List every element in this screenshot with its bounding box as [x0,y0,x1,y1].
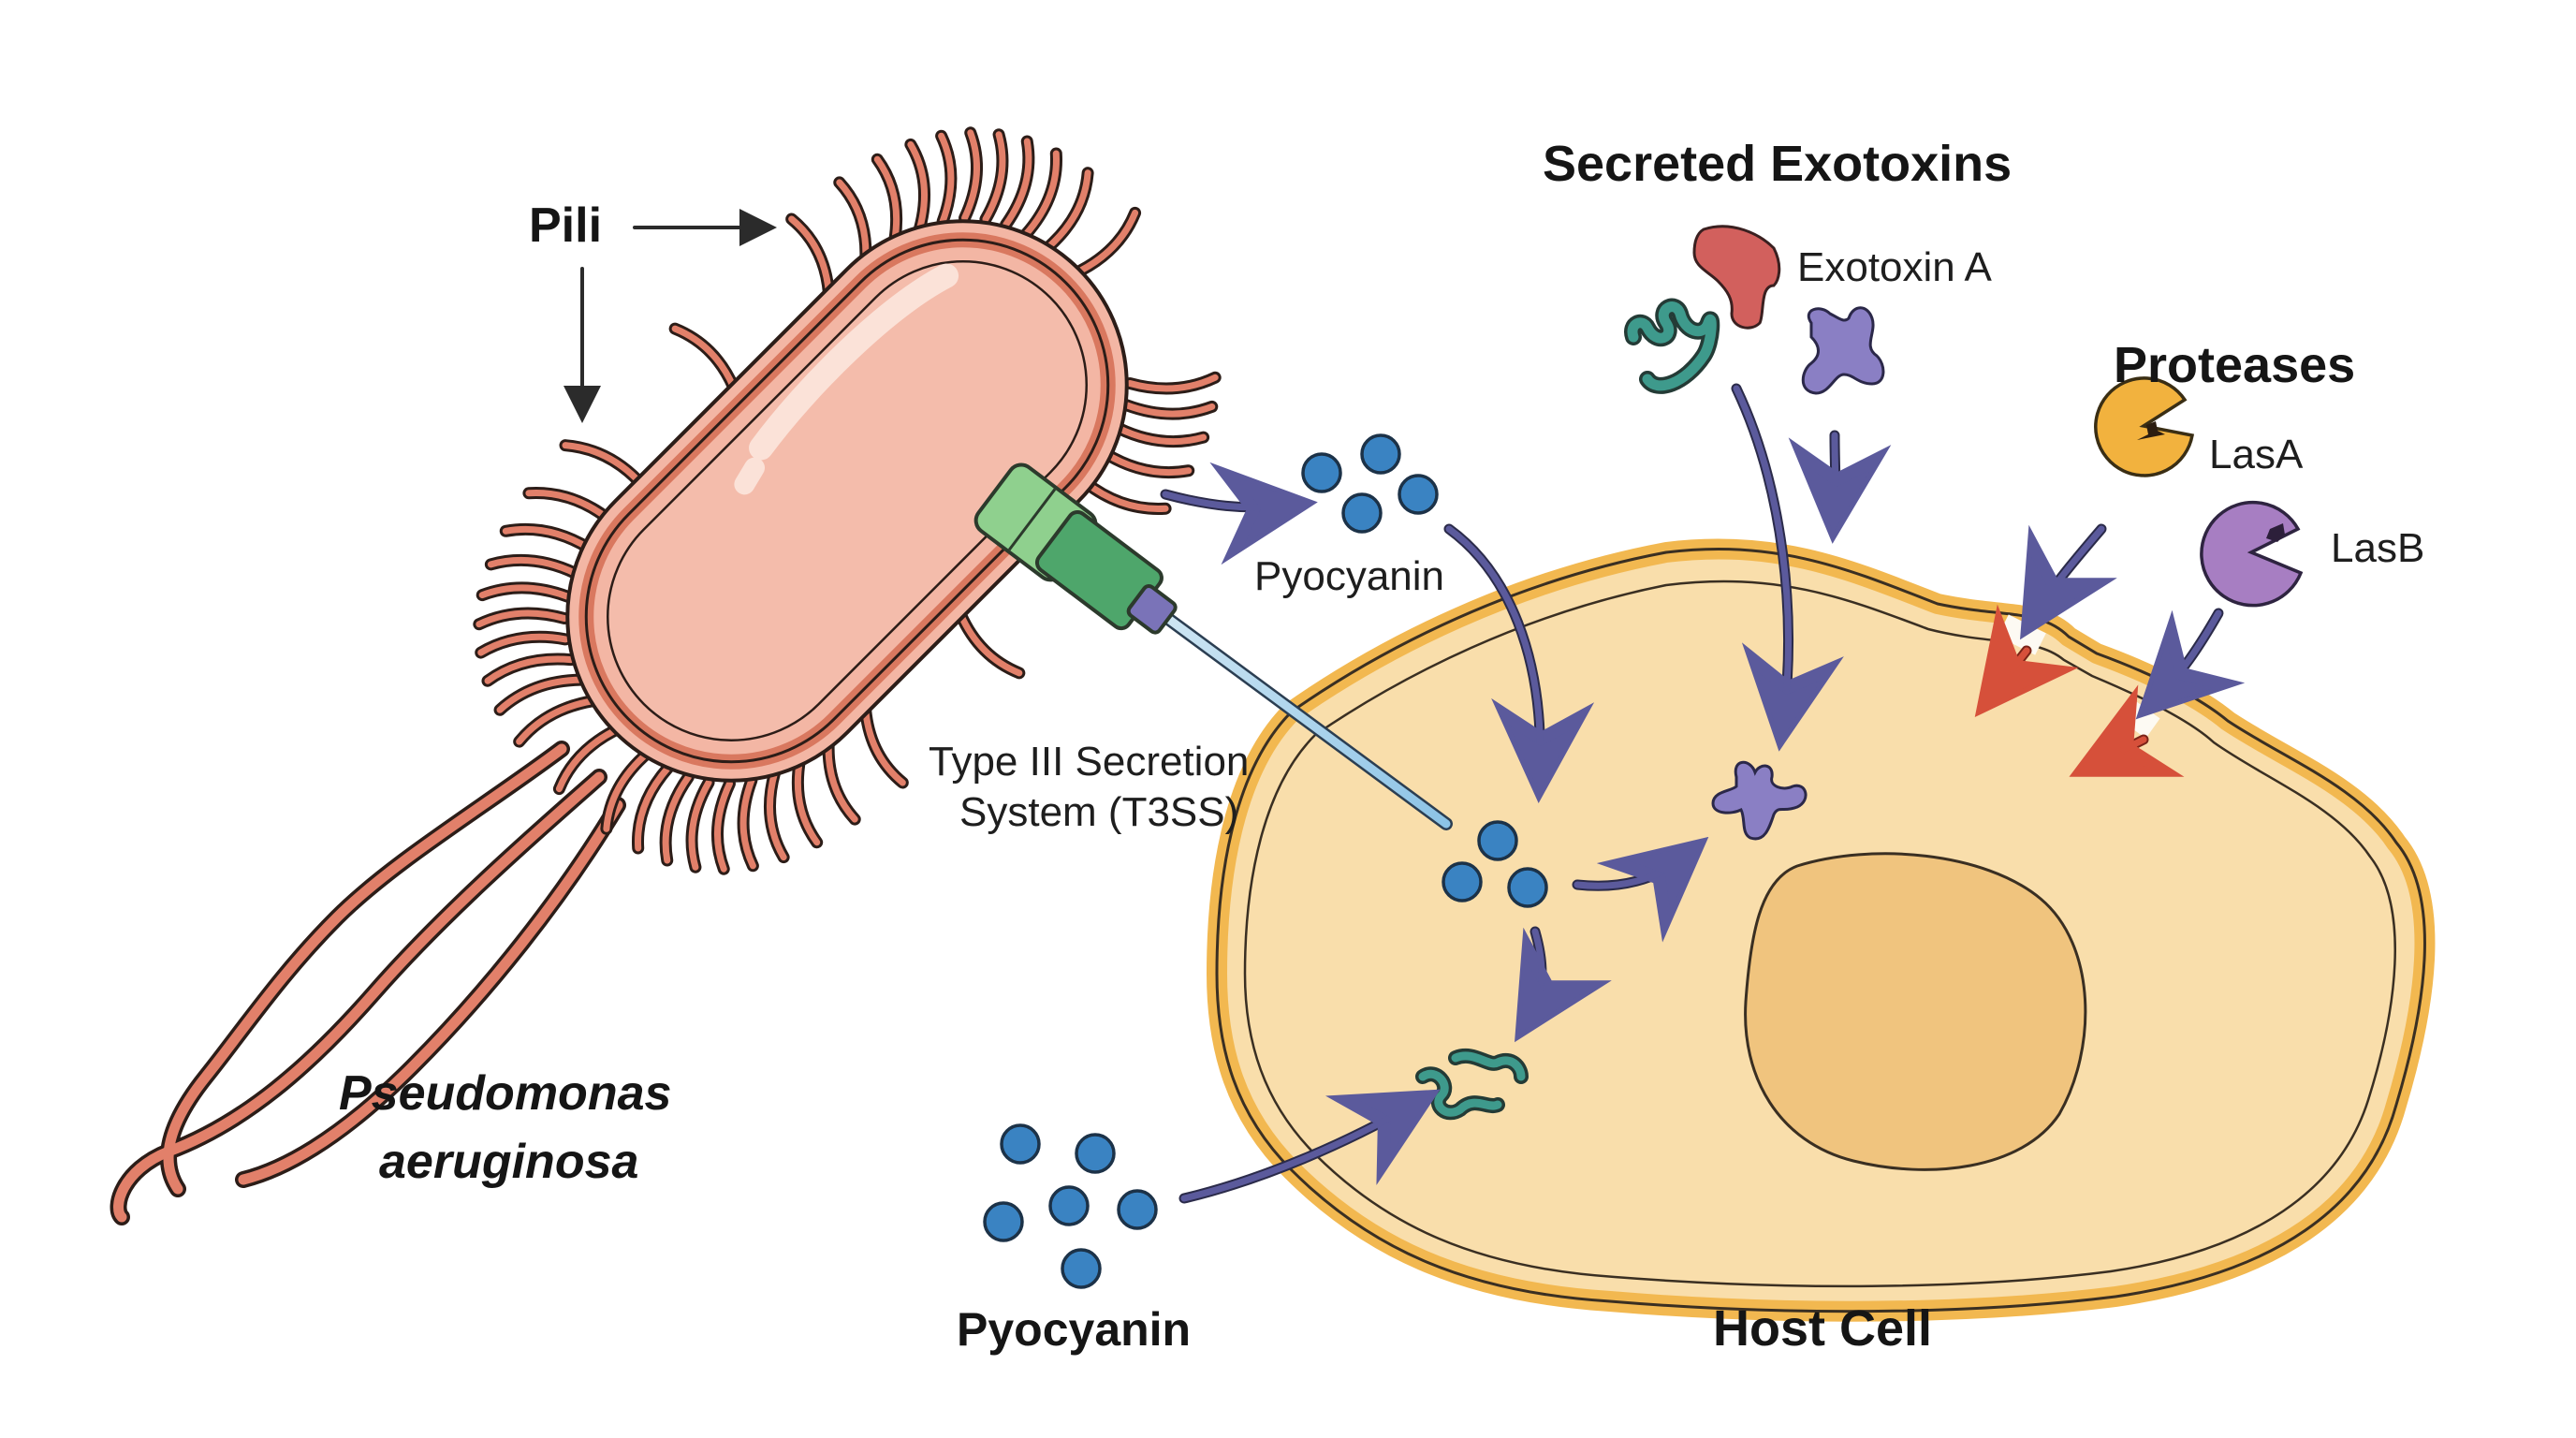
pilus [671,325,738,391]
pyocyanin-molecules [983,433,1548,1289]
pilus [487,556,579,577]
pilus [1126,374,1219,392]
pilus [938,132,955,225]
pilus [516,697,598,745]
pyocyanin-top-label: Pyocyanin [1254,553,1444,599]
pilus [713,780,733,873]
exotoxin-a-label: Exotoxin A [1797,244,1993,290]
pilus [1102,450,1193,477]
exotoxin-inside-teal [1415,1049,1529,1121]
pilus [513,694,601,748]
pyocyanin-dot [1301,452,1342,493]
pilus [739,777,756,870]
pili [473,126,1222,875]
pilus [907,140,929,233]
pilus [954,608,1026,680]
lasb-label: LasB [2331,525,2424,571]
pilus [794,756,821,846]
pilus [562,442,644,487]
pilus [861,704,906,786]
pilus [1003,138,1032,228]
lasa-label: LasA [2209,432,2304,477]
bacterium-name-line1: Pseudomonas [339,1066,671,1121]
pyocyanin-dot [1442,861,1483,902]
pilus [1082,478,1169,512]
pilus [1123,402,1216,418]
bacterium-name-line2: aeruginosa [379,1135,638,1189]
t3ss-apparatus [973,462,1453,830]
nucleus [1744,852,2087,1171]
pilus [476,609,568,628]
lasb-enzyme [2200,500,2304,608]
pyocyanin-dot [983,1201,1024,1242]
pilus [1068,206,1142,280]
pyocyanin-bottom-label: Pyocyanin [957,1303,1191,1356]
pilus [525,490,612,523]
pilus [788,215,833,298]
lasa-enzyme [2094,376,2195,477]
host-cell-label: Host Cell [1713,1300,1932,1357]
exotoxin-a-shape [1692,225,1781,330]
secreted-exotoxins-title: Secreted Exotoxins [1543,136,2012,192]
pyocyanin-dot [1117,1189,1158,1230]
pyocyanin-dot [1075,1133,1116,1174]
pilus [496,676,584,713]
pili-label: Pili [529,198,602,253]
pyocyanin-dot [1477,820,1518,861]
pilus [688,779,712,871]
pilus [559,439,647,490]
exotoxin-teal-shape [1624,298,1720,394]
pilus [1043,169,1091,252]
host-cell [1207,538,2436,1322]
t3ss-label-line2: System (T3SS) [959,789,1238,835]
pilus [484,655,575,684]
exotoxin-inside-purple [1711,760,1808,841]
pilus [766,769,787,861]
pilus [662,773,692,864]
pilus [635,764,672,852]
proteases-title: Proteases [2114,337,2355,393]
pilus [961,129,981,222]
pilus [668,322,740,394]
pyocyanin-dot [1507,867,1548,908]
pilus [1071,209,1139,277]
pilus [982,131,1006,223]
pathway-arrows [1160,383,2246,1204]
pyocyanin-dot [1061,1248,1102,1289]
pilus [873,155,900,246]
pyocyanin-dot [1360,433,1401,475]
pyocyanin-dot [1000,1123,1041,1165]
pyocyanin-dot [1048,1185,1090,1226]
bacterium [565,219,1129,783]
pili-callout-arrows [564,209,777,423]
pilus [555,725,623,793]
t3ss-label-line1: Type III Secretion [929,739,1249,785]
pyocyanin-dot [1398,474,1439,515]
exotoxin-purple-shape [1801,306,1885,395]
pilus [957,610,1023,677]
pilus [603,750,651,832]
pilus [478,584,571,600]
pilus [1022,150,1060,238]
pilus [477,633,569,656]
pilus [1115,425,1208,446]
pilus [502,525,593,551]
pyocyanin-dot [1341,492,1383,534]
